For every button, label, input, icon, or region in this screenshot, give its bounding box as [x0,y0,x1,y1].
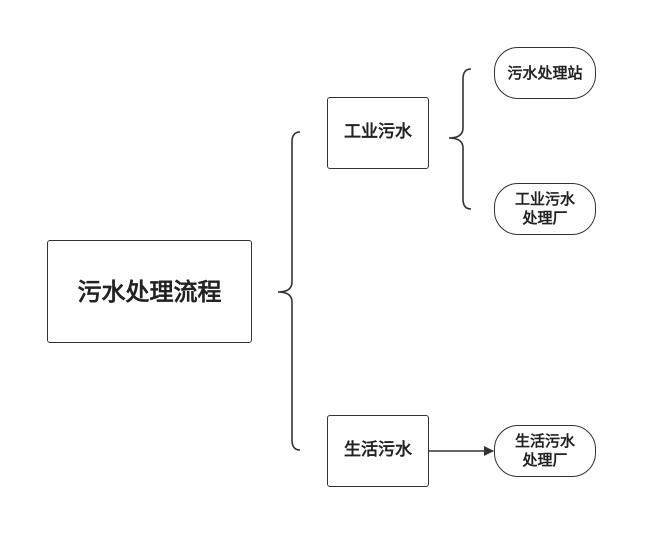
industrial-wastewater-label: 工业污水 [344,122,412,143]
industrial-plant-label: 工业污水 处理厂 [514,190,575,227]
domestic-wastewater-node[interactable]: 生活污水 [327,415,429,487]
root-node[interactable]: 污水处理流程 [47,240,252,343]
industrial-brace [448,68,472,210]
sewage-station-label: 污水处理站 [507,63,583,82]
domestic-wastewater-label: 生活污水 [344,440,412,461]
domestic-plant-label: 生活污水 处理厂 [514,432,575,469]
root-node-label: 污水处理流程 [77,277,222,306]
sewage-station-node[interactable]: 污水处理站 [494,47,596,99]
root-brace [277,131,301,451]
industrial-plant-node[interactable]: 工业污水 处理厂 [494,183,596,235]
domestic-plant-node[interactable]: 生活污水 处理厂 [494,425,596,477]
industrial-wastewater-node[interactable]: 工业污水 [327,97,429,169]
